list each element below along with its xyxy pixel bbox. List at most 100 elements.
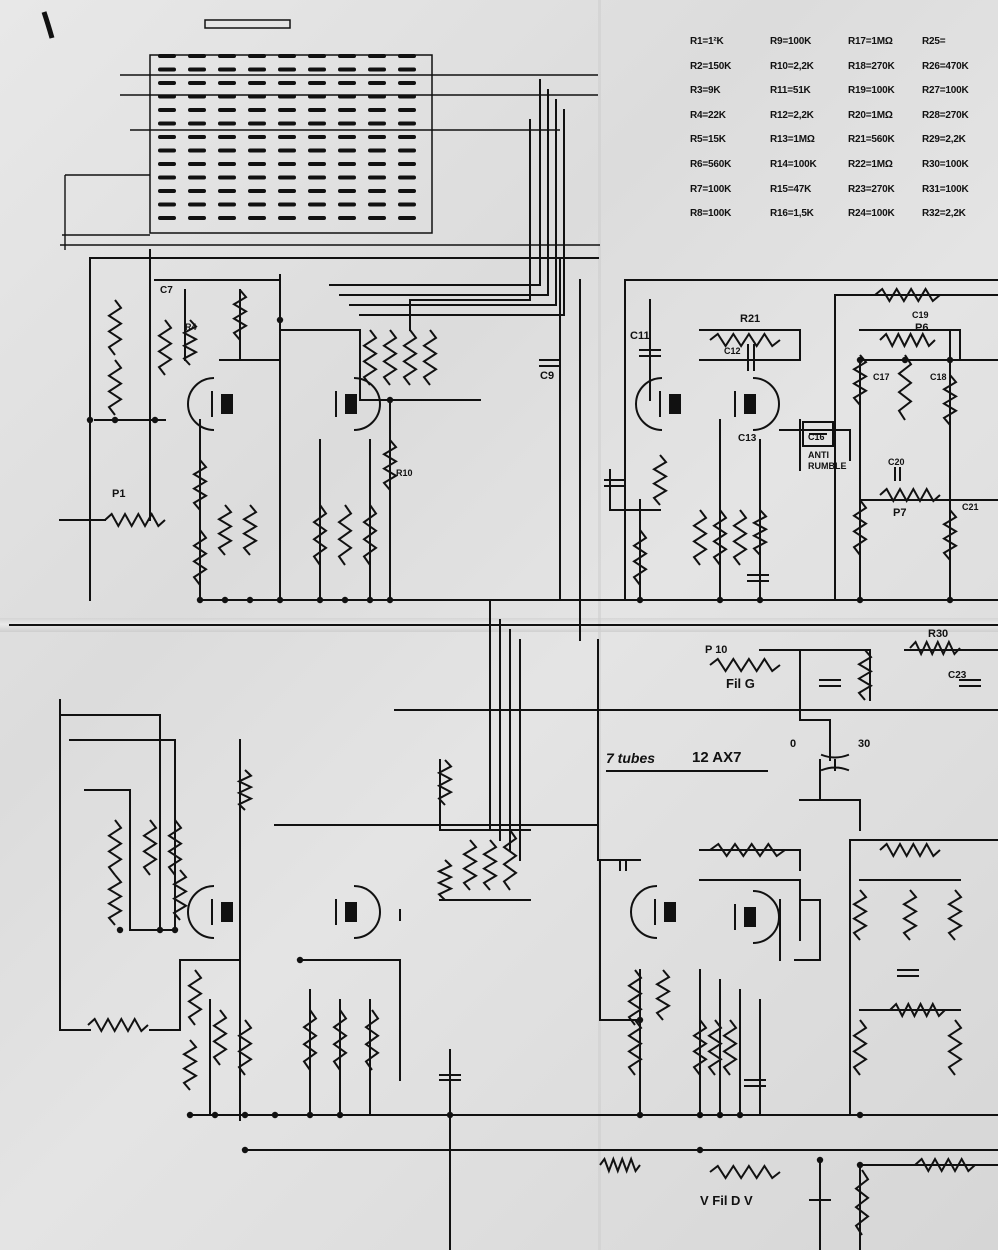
- switch-contact: [308, 216, 326, 220]
- resistor-entry: R27=100K: [922, 85, 969, 97]
- switch-contact: [368, 121, 386, 126]
- resistor: [107, 299, 123, 356]
- resistor: [217, 504, 233, 556]
- switch-contact: [338, 202, 356, 207]
- junction-dot: [276, 316, 284, 324]
- junction-dot: [696, 1111, 704, 1119]
- junction-dot: [86, 416, 94, 424]
- junction-dot: [186, 1111, 194, 1119]
- junction-dot: [156, 926, 164, 934]
- switch-contact: [248, 202, 266, 207]
- junction-dot: [856, 356, 864, 364]
- switch-contact: [158, 121, 176, 126]
- switch-contact: [158, 148, 176, 153]
- label-r10: R10: [396, 468, 413, 478]
- resistor: [652, 454, 668, 506]
- resistor-entry: R24=100K: [848, 208, 895, 220]
- switch-contact: [338, 67, 356, 72]
- switch-contact: [248, 216, 266, 220]
- resistor-entry: R22=1MΩ: [848, 158, 893, 170]
- switch-contact: [308, 162, 326, 166]
- anti-rumble-switch: [802, 421, 834, 447]
- label-fil-g: Fil G: [726, 676, 755, 691]
- resistor: [187, 969, 203, 1026]
- switch-contact: [398, 121, 416, 126]
- switch-contact: [158, 189, 176, 193]
- resistor-set: [87, 287, 976, 1236]
- note-underline: [606, 770, 768, 772]
- label-c9: C9: [540, 370, 555, 382]
- switch-contact: [368, 108, 386, 112]
- junction-dot: [271, 1111, 279, 1119]
- junction-dot: [856, 1161, 864, 1169]
- switch-contact: [248, 175, 266, 180]
- switch-contact: [248, 121, 266, 126]
- resistor-entry: R21=560K: [848, 134, 895, 146]
- label-p1: P1: [112, 488, 126, 500]
- switch-contact: [188, 54, 206, 58]
- switch-contact: [158, 81, 176, 85]
- switch-contact: [398, 189, 416, 193]
- switch-contact: [338, 162, 356, 166]
- resistor: [942, 374, 958, 426]
- switch-contact: [398, 148, 416, 153]
- switch-contact: [338, 108, 356, 112]
- switch-contact: [188, 175, 206, 180]
- resistor: [192, 529, 208, 586]
- resistor-entry: R2=150K: [690, 60, 732, 72]
- junction-dot: [696, 1146, 704, 1154]
- switch-contact: [218, 148, 236, 153]
- switch-contact: [218, 189, 236, 193]
- switch-contact: [308, 148, 326, 153]
- switch-contact: [218, 162, 236, 166]
- resistor: [362, 504, 378, 566]
- switch-contact: [368, 67, 386, 72]
- resistor-entry: R12=2,2K: [770, 109, 814, 121]
- resistor: [852, 354, 868, 406]
- switch-contact: [368, 175, 386, 180]
- switch-contact: [218, 67, 236, 72]
- resistor: [242, 504, 258, 556]
- resistor: [627, 1019, 643, 1076]
- junction-dot: [341, 596, 349, 604]
- switch-contact: [338, 121, 356, 126]
- junction-dot: [316, 596, 324, 604]
- junction-dot: [946, 356, 954, 364]
- junction-dot: [111, 416, 119, 424]
- resistor: [632, 529, 648, 586]
- switch-contact: [158, 216, 176, 220]
- junction-dot: [386, 596, 394, 604]
- switch-contact: [398, 216, 416, 220]
- label-anti-rumble: ANTI RUMBLE: [808, 450, 847, 471]
- switch-contact: [188, 216, 206, 220]
- switch-contact: [278, 175, 296, 180]
- switch-contact: [308, 108, 326, 112]
- switch-contact: [368, 81, 386, 85]
- switch-contact: [398, 175, 416, 180]
- switch-contact: [218, 216, 236, 220]
- label-p10: P 10: [705, 644, 728, 656]
- label-switch-30: 30: [858, 738, 871, 750]
- resistor: [852, 1019, 868, 1076]
- switch-contact: [308, 189, 326, 193]
- switch-contact: [308, 81, 326, 85]
- resistor: [182, 1039, 198, 1091]
- resistor: [854, 1169, 870, 1236]
- switch-contact: [188, 189, 206, 193]
- resistor: [502, 829, 518, 891]
- resistor-entry: R11=51K: [770, 85, 811, 97]
- junction-dot: [366, 596, 374, 604]
- switch-contact: [278, 202, 296, 207]
- switch-contact: [158, 67, 176, 72]
- switch-contact: [158, 202, 176, 207]
- label-c13: C13: [738, 433, 757, 444]
- resistor-entry: R15=47K: [770, 183, 812, 195]
- selector-switch-0-30: [820, 753, 850, 772]
- switch-contact: [188, 121, 206, 126]
- switch-contact: [188, 162, 206, 166]
- resistor: [142, 819, 158, 876]
- switch-contact: [398, 54, 416, 58]
- switch-contact: [278, 135, 296, 139]
- junction-dot: [946, 596, 954, 604]
- junction-dot: [276, 596, 284, 604]
